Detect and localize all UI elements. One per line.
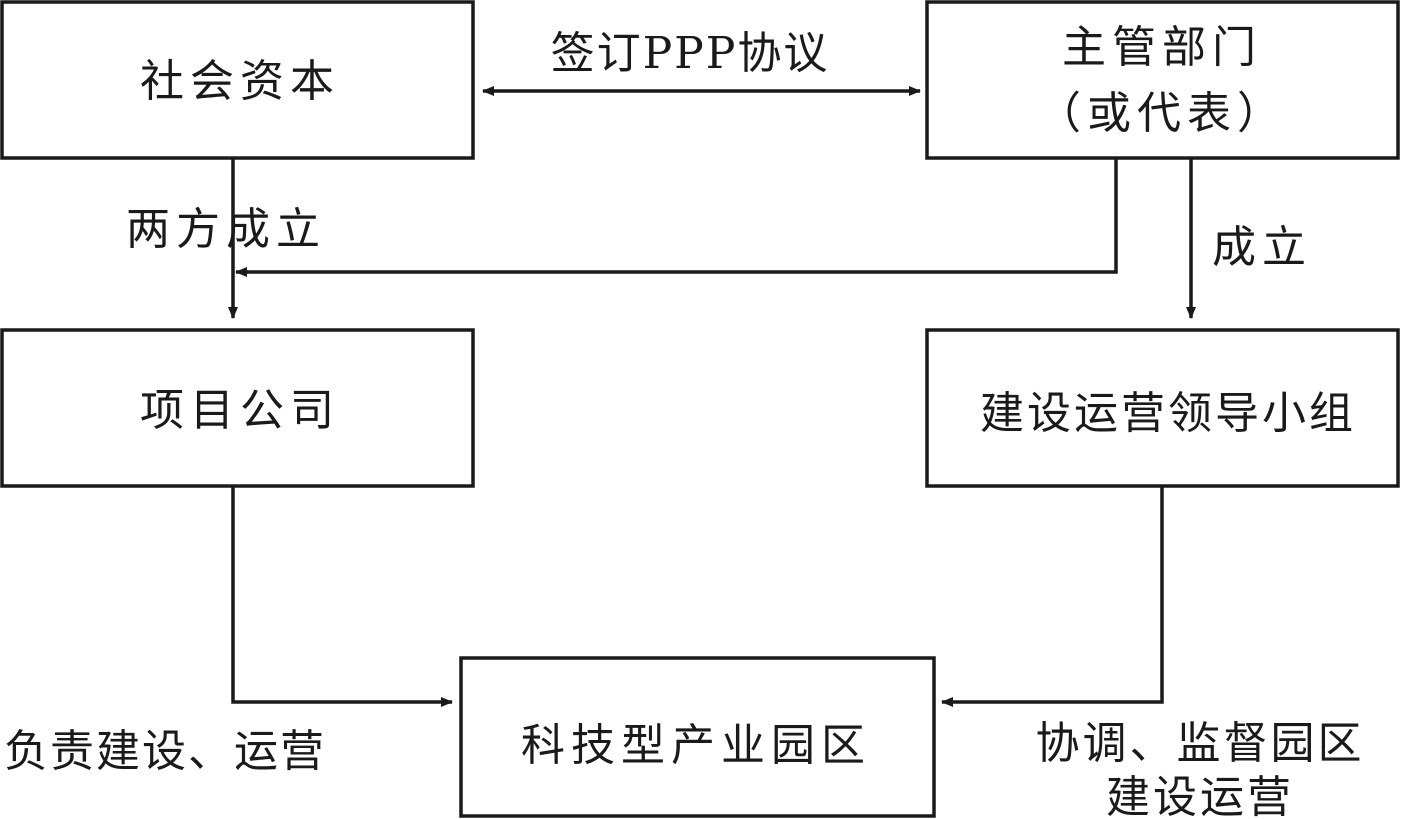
social-capital-box: 社会资本 — [0, 0, 475, 160]
ppp-agreement-label: 签订PPP协议 — [551, 28, 830, 79]
project-company-box: 项目公司 — [0, 328, 475, 488]
coordinate-supervise-label-line2: 建设运营 — [1106, 772, 1294, 819]
authority-label-line2: （或代表） — [1037, 88, 1287, 139]
leadership-to-park-arrow — [941, 486, 1164, 707]
leadership-group-label: 建设运营领导小组 — [980, 388, 1356, 439]
construct-operate-label: 负责建设、运营 — [4, 726, 326, 777]
company-to-park-arrow — [231, 486, 453, 707]
authority-label-line1: 主管部门 — [1062, 22, 1262, 73]
leadership-group-box: 建设运营领导小组 — [925, 328, 1400, 488]
tech-park-box: 科技型产业园区 — [459, 656, 936, 818]
social-capital-label: 社会资本 — [140, 56, 340, 107]
tech-park-label: 科技型产业园区 — [521, 720, 871, 771]
coordinate-supervise-label-line1: 协调、监督园区 — [1036, 718, 1365, 769]
authority-to-company-arrow — [235, 158, 1118, 277]
establish-label: 成立 — [1212, 222, 1312, 273]
both-establish-label: 两方成立 — [126, 204, 326, 255]
authority-box: 主管部门 （或代表） — [925, 0, 1400, 160]
project-company-label: 项目公司 — [140, 385, 340, 436]
